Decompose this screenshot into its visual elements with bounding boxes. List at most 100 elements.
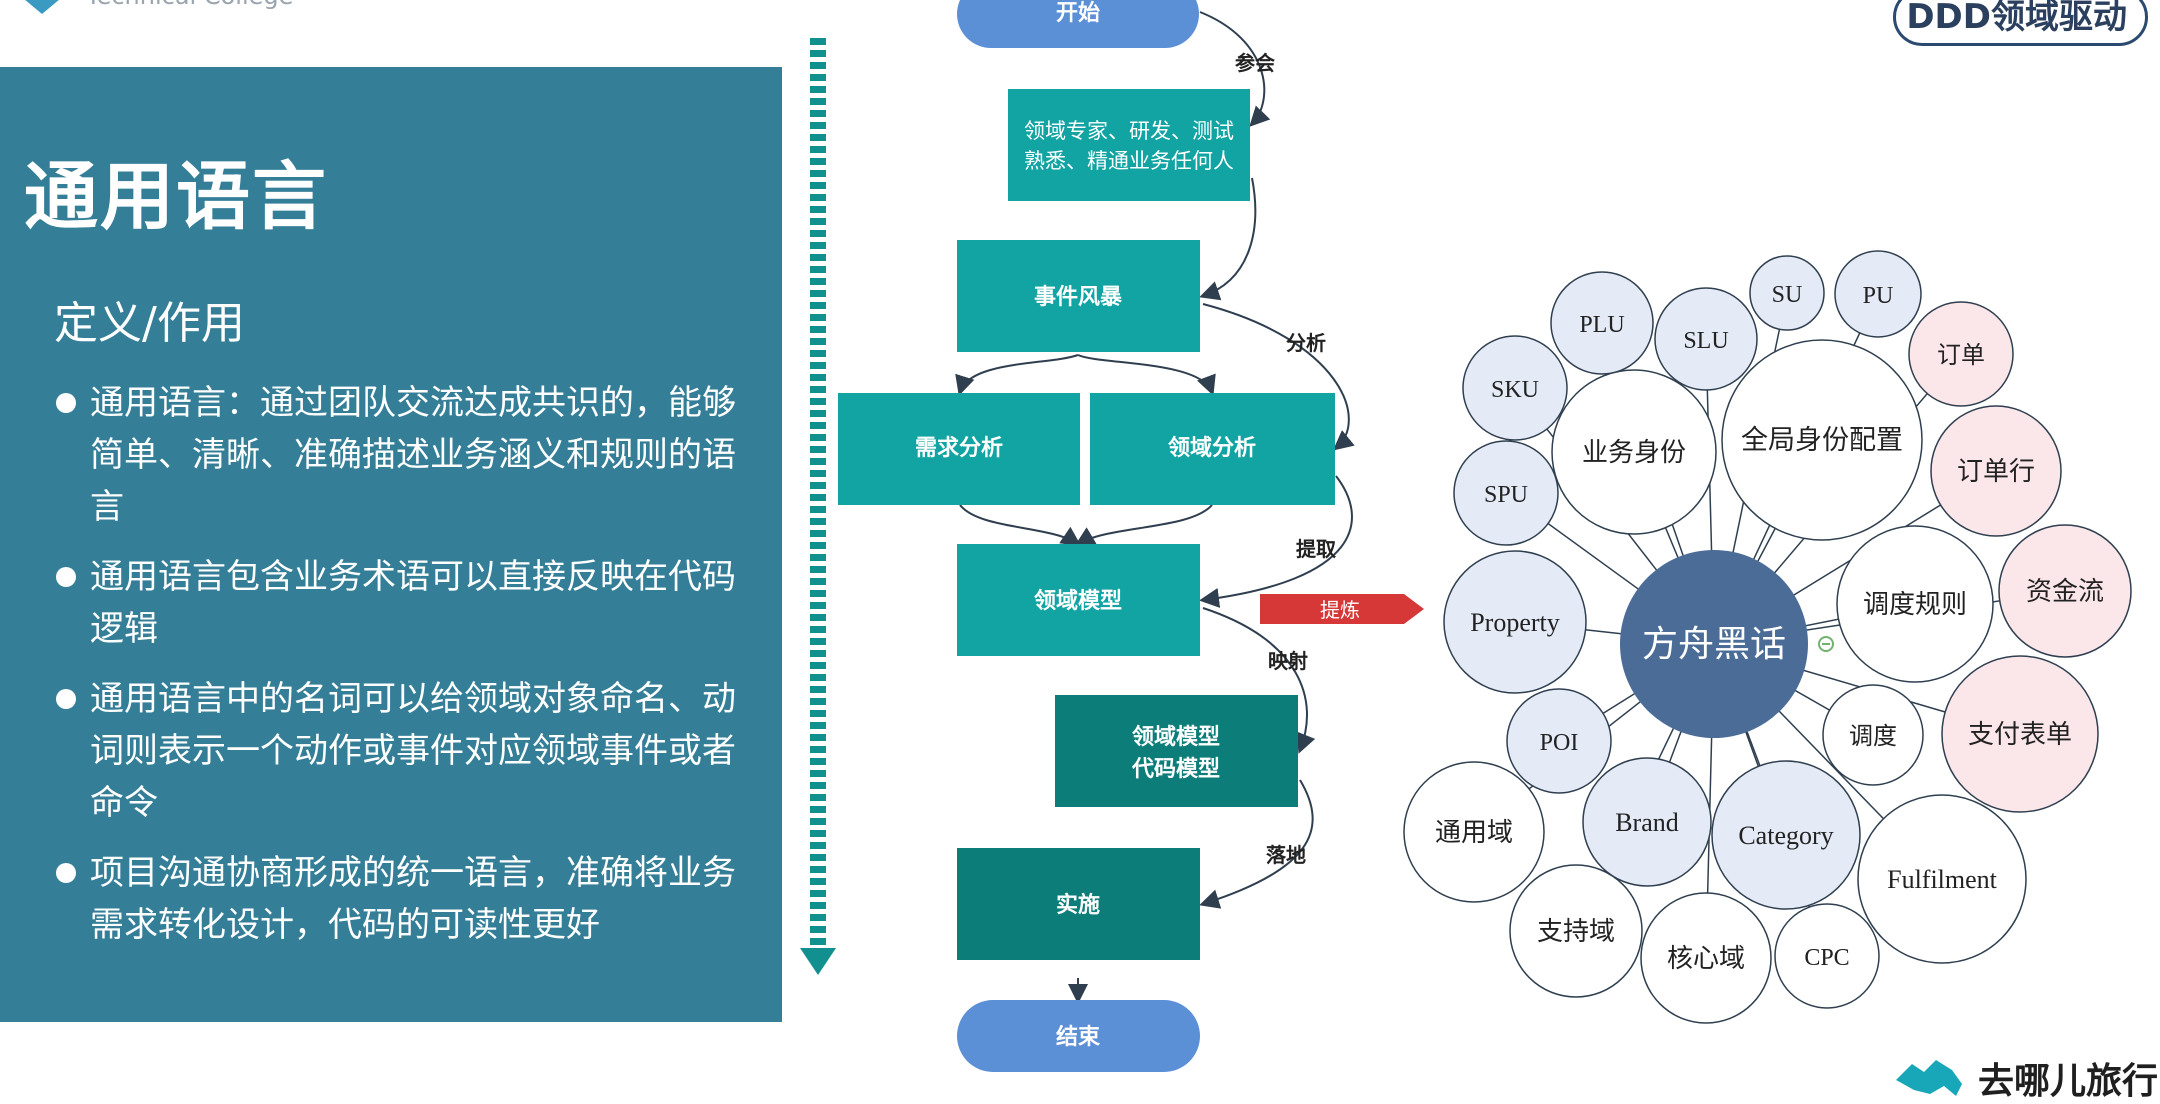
requirement-analysis-node: [838, 393, 1080, 505]
edge-label-map: 映射: [1268, 649, 1308, 673]
domain-analysis-node: [1090, 393, 1335, 505]
bullet-item: 通用语言包含业务术语可以直接反映在代码逻辑: [56, 551, 736, 655]
bullet-dot-icon: [56, 689, 76, 709]
edge-label-join: 参会: [1235, 51, 1275, 75]
bullet-dot-icon: [56, 863, 76, 883]
page-title: 通用语言: [24, 154, 328, 240]
term-bubble: [1711, 760, 1861, 910]
term-bubble: [1550, 271, 1654, 375]
term-bubble: [1403, 761, 1545, 903]
code-model-label-2: 代码模型: [1131, 757, 1220, 782]
term-bubble-label: 资金流: [2026, 577, 2104, 606]
term-bubble: [1834, 250, 1922, 338]
term-bubble: [1462, 335, 1568, 441]
start-label: 开始: [1056, 0, 1100, 26]
domain-model-label: 领域模型: [1034, 588, 1122, 614]
code-model-label-1: 领域模型: [1132, 724, 1220, 750]
term-bubble: [1941, 655, 2099, 813]
flow-edges: [955, 11, 1355, 1004]
term-bubble-label: 订单: [1937, 342, 1985, 369]
experts-label-2: 熟悉、精通业务任何人: [1024, 149, 1234, 173]
term-bubble: [1582, 757, 1712, 887]
edge-label-extract: 提取: [1296, 537, 1336, 561]
term-bubble: [1453, 440, 1559, 546]
term-bubble: [1721, 339, 1923, 541]
term-bubble: [1509, 864, 1643, 998]
term-bubble-label: 支持域: [1537, 917, 1615, 946]
term-bubble: [1998, 524, 2132, 658]
term-bubble: [1908, 301, 2014, 407]
event-storm-label: 事件风暴: [1034, 284, 1123, 310]
term-bubble-label: Fulfilment: [1887, 865, 1998, 894]
bullet-item: 项目沟通协商形成的统一语言，准确将业务需求转化设计，代码的可读性更好: [56, 847, 736, 951]
edge-label-land: 落地: [1266, 843, 1306, 867]
bullet-text: 通用语言：通过团队交流达成共识的，能够简单、清晰、准确描述业务涵义和规则的语言: [90, 383, 736, 527]
start-node: [957, 0, 1199, 48]
edge-label-analyze: 分析: [1286, 331, 1326, 355]
term-bubble-label: Brand: [1615, 808, 1679, 837]
experts-node: [1008, 89, 1250, 201]
ddd-badge: DDD领域驱动: [1893, 0, 2148, 46]
event-storm-node: [957, 240, 1200, 352]
term-bubble: [1506, 688, 1612, 794]
term-bubble-label: Property: [1470, 608, 1560, 637]
term-bubble-label: 通用域: [1435, 818, 1513, 847]
term-bubble-label: 核心域: [1667, 944, 1745, 973]
term-bubble-label: SKU: [1491, 377, 1539, 403]
footer-brand: 去哪儿旅行: [1978, 1061, 2159, 1102]
term-bubble-label: SU: [1772, 282, 1803, 308]
panel-subtitle: 定义/作用: [54, 298, 245, 349]
term-bubble: [1836, 525, 1994, 683]
domain-model-node: [957, 544, 1200, 656]
bullet-item: 通用语言中的名词可以给领域对象命名、动词则表示一个动作或事件对应领域事件或者命令: [56, 673, 736, 829]
term-bubble: [1857, 794, 2027, 964]
refine-arrow: 提炼: [1260, 594, 1424, 624]
domain-analysis-label: 领域分析: [1168, 435, 1256, 461]
term-bubble-label: 订单行: [1957, 457, 2035, 486]
term-bubble-label: Category: [1738, 821, 1833, 850]
term-bubble-label: 业务身份: [1582, 438, 1686, 467]
end-node: [957, 1000, 1200, 1072]
term-bubble-label: POI: [1540, 730, 1579, 756]
camel-logo-icon: [1896, 1060, 1962, 1096]
refine-label: 提炼: [1320, 598, 1360, 622]
bullet-item: 通用语言：通过团队交流达成共识的，能够简单、清晰、准确描述业务涵义和规则的语言: [56, 377, 736, 533]
end-label: 结束: [1056, 1024, 1101, 1050]
bullet-text: 通用语言中的名词可以给领域对象命名、动词则表示一个动作或事件对应领域事件或者命令: [90, 679, 736, 823]
process-direction-arrow: [800, 38, 836, 975]
implementation-node: [957, 848, 1200, 960]
code-model-node: [1055, 695, 1298, 807]
term-bubble: [1822, 684, 1924, 786]
term-bubble-label: 支付表单: [1968, 720, 2072, 749]
experts-label-1: 领域专家、研发、测试: [1024, 119, 1234, 143]
requirement-analysis-label: 需求分析: [915, 436, 1003, 461]
college-logo-icon: [25, 0, 59, 14]
bullet-text: 通用语言包含业务术语可以直接反映在代码逻辑: [90, 557, 736, 649]
term-bubble: [1930, 405, 2062, 537]
term-bubble: [1443, 550, 1587, 694]
definition-panel: 通用语言 定义/作用 通用语言：通过团队交流达成共识的，能够简单、清晰、准确描述…: [0, 67, 782, 1022]
term-bubble: [1640, 892, 1772, 1024]
term-bubble: [1551, 369, 1717, 535]
center-bubble: [1620, 550, 1808, 738]
bullet-dot-icon: [56, 567, 76, 587]
bullet-text: 项目沟通协商形成的统一语言，准确将业务需求转化设计，代码的可读性更好: [90, 853, 736, 945]
term-bubble-label: 调度: [1849, 723, 1897, 750]
term-bubble: [1774, 903, 1880, 1009]
term-bubble-label: 调度规则: [1863, 590, 1967, 619]
term-bubble: [1654, 287, 1758, 391]
term-bubble: [1749, 255, 1825, 331]
center-bubble-label: 方舟黑话: [1642, 624, 1786, 665]
term-bubble-label: PU: [1863, 283, 1894, 309]
implementation-label: 实施: [1056, 892, 1100, 918]
term-bubble-label: CPC: [1804, 945, 1849, 971]
header-logo-text: Technical College: [86, 0, 293, 10]
term-bubble-label: SLU: [1683, 328, 1728, 354]
bullet-list: 通用语言：通过团队交流达成共识的，能够简单、清晰、准确描述业务涵义和规则的语言 …: [56, 377, 736, 969]
term-bubble-label: PLU: [1579, 312, 1624, 338]
term-bubble-label: 全局身份配置: [1741, 425, 1903, 455]
term-bubble-label: SPU: [1484, 482, 1528, 508]
bullet-dot-icon: [56, 393, 76, 413]
